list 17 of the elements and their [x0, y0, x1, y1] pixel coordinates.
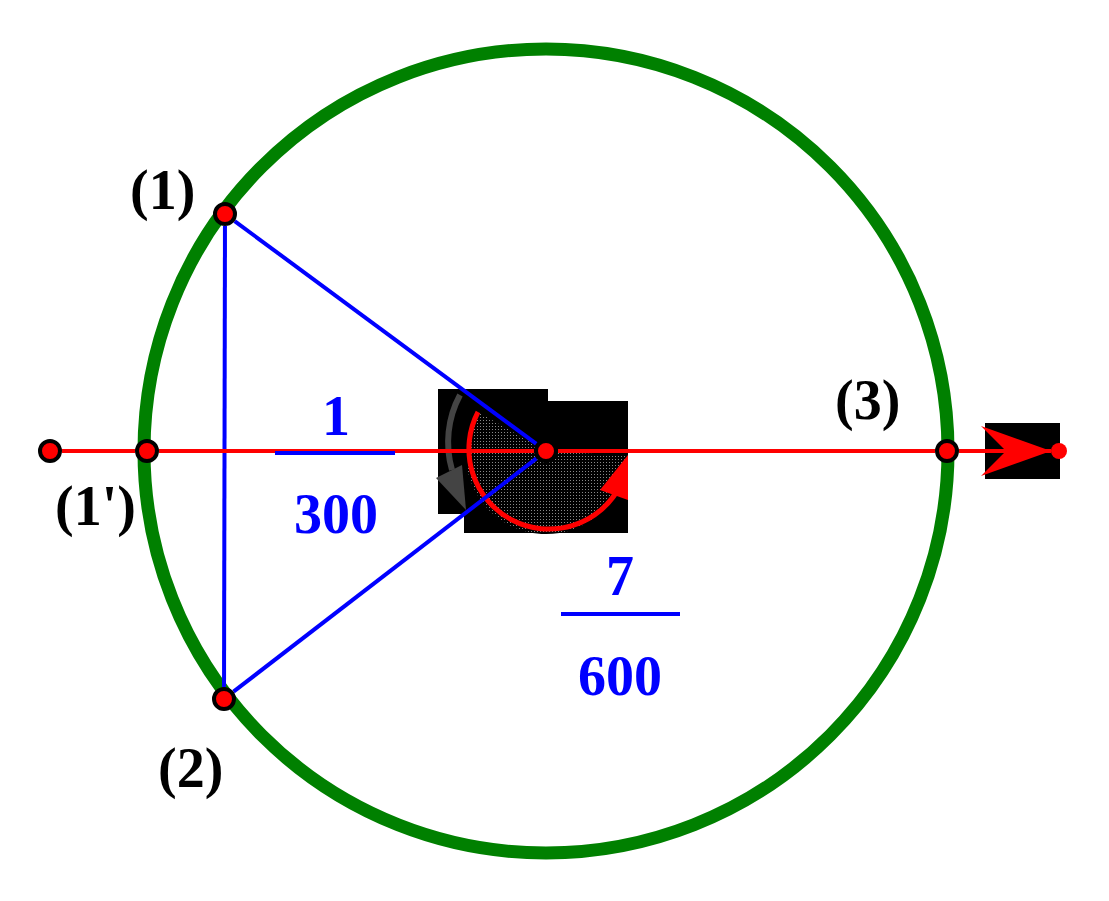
line-segment: [62, 449, 135, 453]
fraction-number: 600: [578, 648, 662, 704]
line-segment: [222, 226, 227, 687]
point-marker: [135, 439, 159, 463]
line-segment: [232, 456, 538, 694]
point-marker: [212, 687, 236, 711]
line-segment: [159, 449, 534, 453]
arrow: [959, 426, 1051, 476]
line-segment: [233, 219, 538, 446]
fraction-number: 300: [294, 486, 378, 542]
point-marker: [1051, 443, 1067, 459]
point-marker: [38, 439, 62, 463]
fraction-number: 7: [606, 548, 634, 604]
line-segment: [558, 449, 935, 453]
point-marker: [213, 202, 237, 226]
point-marker: [935, 439, 959, 463]
fraction-number: 1: [322, 388, 350, 444]
